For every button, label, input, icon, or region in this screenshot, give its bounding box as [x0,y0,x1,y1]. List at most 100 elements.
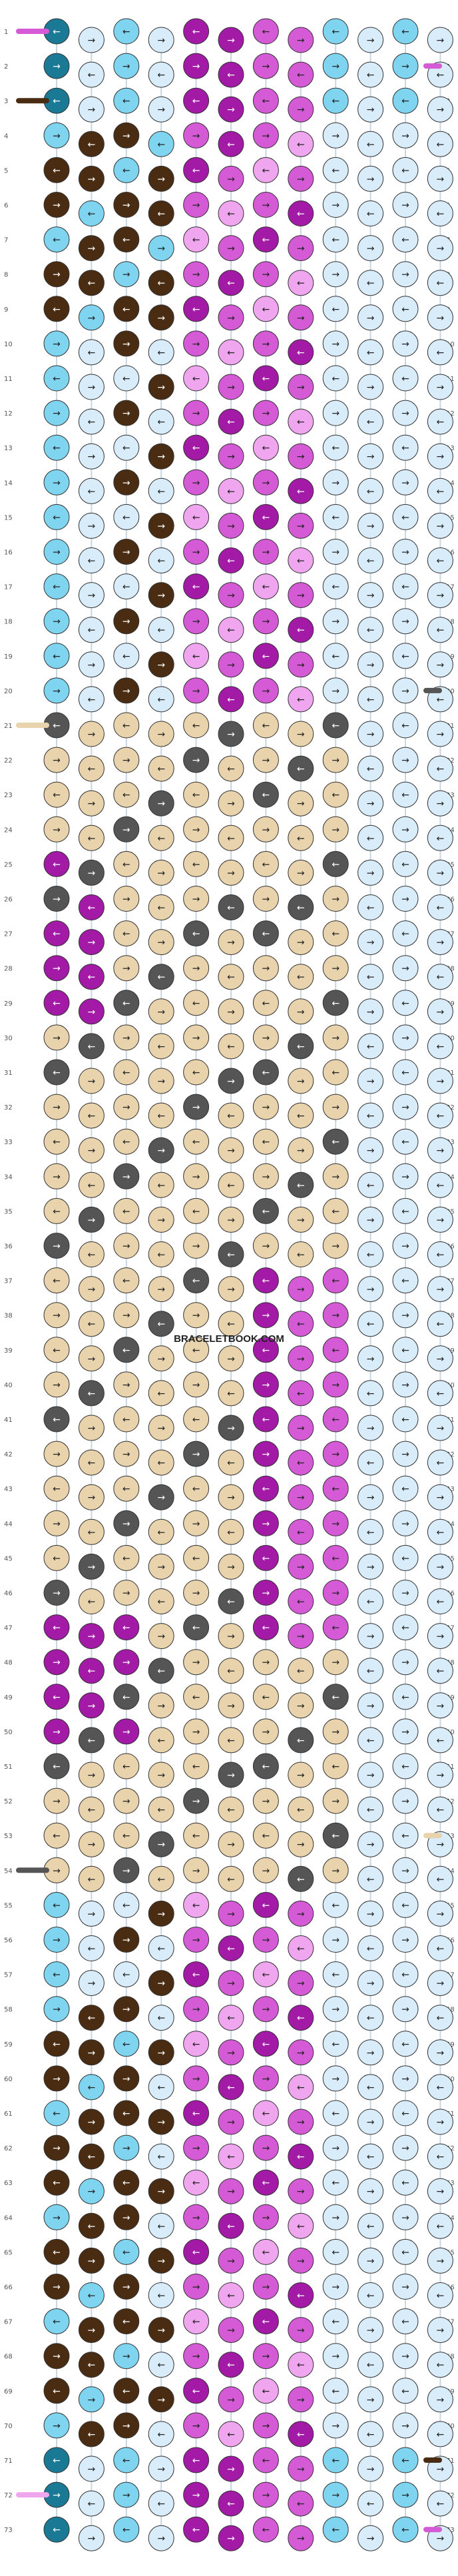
svg-text:←: ← [437,2221,445,2232]
svg-text:→: → [401,1102,409,1113]
knot: → [322,2481,349,2508]
knot: ← [183,573,210,600]
svg-text:←: ← [122,96,130,107]
svg-text:→: → [122,2282,130,2293]
knot: → [218,1623,244,1650]
knot: ← [78,547,105,573]
svg-text:→: → [53,1588,61,1599]
svg-text:←: ← [53,721,61,731]
svg-text:→: → [157,1562,165,1572]
knot: → [427,1484,453,1510]
svg-text:→: → [88,105,96,115]
knot: → [43,469,70,495]
knot: → [183,1649,210,1676]
knot: → [288,2525,314,2551]
knot: → [288,859,314,886]
knot: → [183,122,210,149]
row-label-left: 37 [4,1278,13,1285]
knot: → [392,2065,419,2092]
svg-text:→: → [401,547,409,558]
svg-text:→: → [53,2352,61,2362]
svg-text:→: → [297,1979,305,1989]
svg-text:←: ← [88,1458,96,1468]
knot: ← [427,1449,453,1476]
knot: ← [427,2282,453,2308]
svg-text:←: ← [437,1736,445,1746]
knot: ← [357,2490,384,2517]
knot: → [322,2343,349,2370]
knot: → [218,1970,244,1997]
knot: ← [183,1267,210,1294]
knot: ← [392,643,419,669]
svg-text:←: ← [332,27,340,37]
svg-text:←: ← [122,651,130,662]
knot: ← [252,920,279,947]
knot: → [78,1137,105,1163]
svg-text:←: ← [157,625,165,636]
svg-text:←: ← [227,695,235,705]
knot: → [252,1787,279,1814]
svg-text:←: ← [227,2360,235,2371]
knot: ← [357,1727,384,1754]
knot: ← [218,824,244,851]
svg-text:→: → [192,61,200,72]
knot: → [113,1024,140,1051]
knot: ← [43,1475,70,1502]
svg-text:←: ← [157,1319,165,1330]
svg-text:←: ← [157,70,165,81]
knot: → [427,1276,453,1303]
svg-text:→: → [437,868,445,878]
knot: → [113,677,140,704]
svg-text:←: ← [157,348,165,358]
svg-text:→: → [227,1770,235,1781]
svg-text:←: ← [437,2360,445,2371]
knot: ← [322,1337,349,1363]
knot: → [427,859,453,886]
svg-text:→: → [367,938,375,948]
svg-text:←: ← [53,582,61,593]
svg-text:→: → [227,1492,235,1503]
svg-text:→: → [262,755,270,766]
row-label-left: 8 [4,272,8,279]
knot: ← [43,2169,70,2196]
svg-text:←: ← [332,235,340,246]
knot: ← [252,2308,279,2335]
row-label-left: 46 [4,1590,13,1598]
knot: ← [322,296,349,322]
knot: → [113,1718,140,1745]
knot: → [43,816,70,842]
knot: → [252,1927,279,1953]
knot: → [252,677,279,704]
knot: ← [322,2031,349,2057]
svg-text:→: → [157,2117,165,2128]
svg-text:←: ← [262,304,270,315]
knot: → [392,261,419,288]
svg-text:→: → [332,1102,340,1113]
knot: ← [288,964,314,990]
row-label-left: 34 [4,1173,13,1181]
knot: → [252,261,279,288]
svg-text:→: → [192,131,200,141]
knot: → [43,330,70,357]
knot: → [427,998,453,1025]
knot: → [322,1649,349,1676]
svg-text:→: → [227,2395,235,2406]
knot: ← [357,1588,384,1614]
svg-text:→: → [367,2048,375,2059]
svg-text:←: ← [437,764,445,775]
knot: ← [252,226,279,253]
knot: ← [392,2447,419,2473]
knot: → [357,443,384,470]
svg-text:←: ← [297,2291,305,2302]
knot: ← [113,87,140,114]
knot: → [392,1996,419,2023]
knot: → [148,582,174,609]
svg-text:←: ← [437,1666,445,1677]
svg-text:←: ← [53,1276,61,1287]
knot: ← [427,2421,453,2447]
knot: ← [78,1102,105,1129]
knot: ← [78,894,105,920]
svg-text:→: → [157,521,165,531]
knot: → [322,261,349,288]
svg-text:←: ← [437,2499,445,2509]
